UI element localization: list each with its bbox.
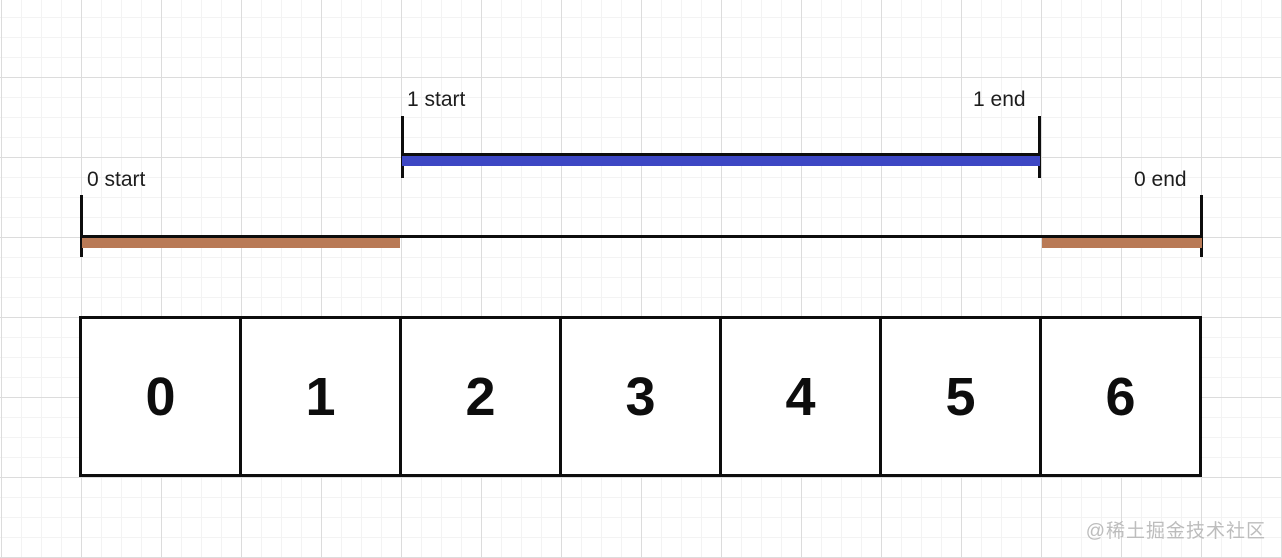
array-cell-1: 1 — [242, 319, 402, 474]
interval-1-bar — [402, 156, 1040, 166]
interval-1-baseline — [402, 153, 1040, 156]
array-cell-0: 0 — [82, 319, 242, 474]
interval-0-start-tick — [80, 195, 83, 257]
array-cell-5: 5 — [882, 319, 1042, 474]
array-cell-6: 6 — [1105, 366, 1136, 427]
array-cell-3: 3 — [562, 319, 722, 474]
array-cell-2: 2 — [402, 319, 562, 474]
interval-0-bar-right-segment — [1042, 238, 1202, 248]
interval-0-end-tick — [1200, 195, 1203, 257]
interval-1-start-label: 1 start — [407, 88, 466, 111]
interval-0-bar-left-segment — [82, 238, 400, 248]
interval-0-baseline — [81, 235, 1203, 238]
array-cell-4: 4 — [722, 319, 882, 474]
interval-0-end-label: 0 end — [1134, 168, 1187, 191]
array-boxes: 0 1 2 3 4 5 6 — [79, 316, 1202, 477]
interval-1-start-tick — [401, 116, 404, 178]
interval-1-end-tick — [1038, 116, 1041, 178]
watermark-text: @稀土掘金技术社区 — [1085, 521, 1266, 542]
interval-0-start-label: 0 start — [87, 168, 146, 191]
interval-1-end-label: 1 end — [973, 88, 1026, 111]
